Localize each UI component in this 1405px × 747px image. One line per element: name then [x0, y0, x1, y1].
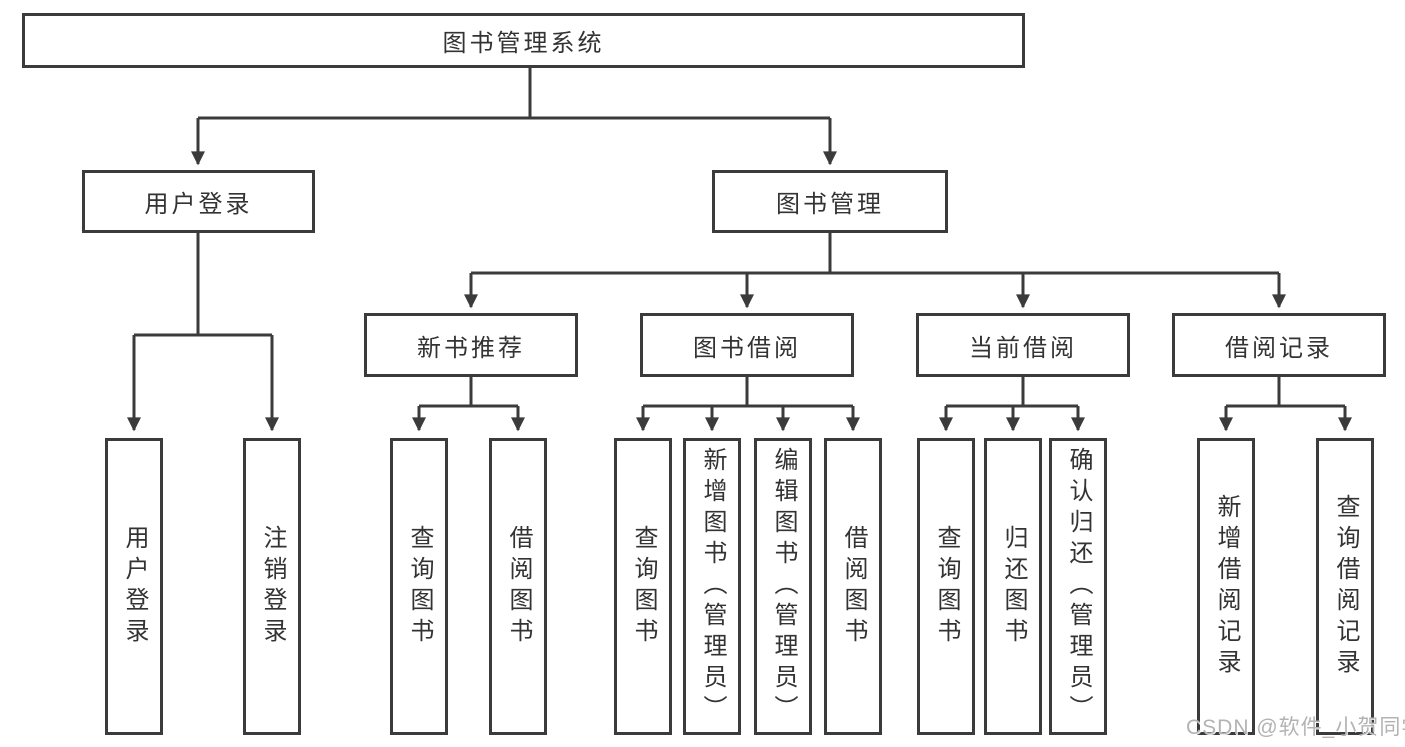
node-library-management-system: 图书管理系统	[22, 13, 1025, 68]
leaf-query-books-3: 查询图书	[917, 438, 975, 735]
leaf-user-login: 用户登录	[105, 438, 163, 735]
leaf-borrow-books-2: 借阅图书	[824, 438, 882, 735]
leaf-edit-book-admin: 编辑图书（管理员）	[754, 438, 812, 735]
leaf-add-book-admin: 新增图书（管理员）	[683, 438, 741, 735]
node-user-login: 用户登录	[82, 170, 315, 233]
node-book-borrowing: 图书借阅	[640, 313, 854, 377]
node-new-book-recommendation: 新书推荐	[364, 313, 578, 377]
leaf-logout: 注销登录	[243, 438, 301, 735]
leaf-confirm-return-admin: 确认归还（管理员）	[1049, 438, 1107, 735]
node-borrowing-records: 借阅记录	[1172, 313, 1386, 377]
leaf-query-borrow-record: 查询借阅记录	[1316, 438, 1374, 735]
node-current-borrowing: 当前借阅	[916, 313, 1130, 377]
csdn-watermark: CSDN @软件_小贺同学	[1186, 716, 1405, 739]
leaf-add-borrow-record: 新增借阅记录	[1197, 438, 1255, 735]
leaf-query-books: 查询图书	[390, 438, 448, 735]
node-book-management: 图书管理	[712, 170, 948, 233]
leaf-return-book: 归还图书	[984, 438, 1042, 735]
leaf-borrow-books: 借阅图书	[489, 438, 547, 735]
leaf-query-books-2: 查询图书	[614, 438, 672, 735]
